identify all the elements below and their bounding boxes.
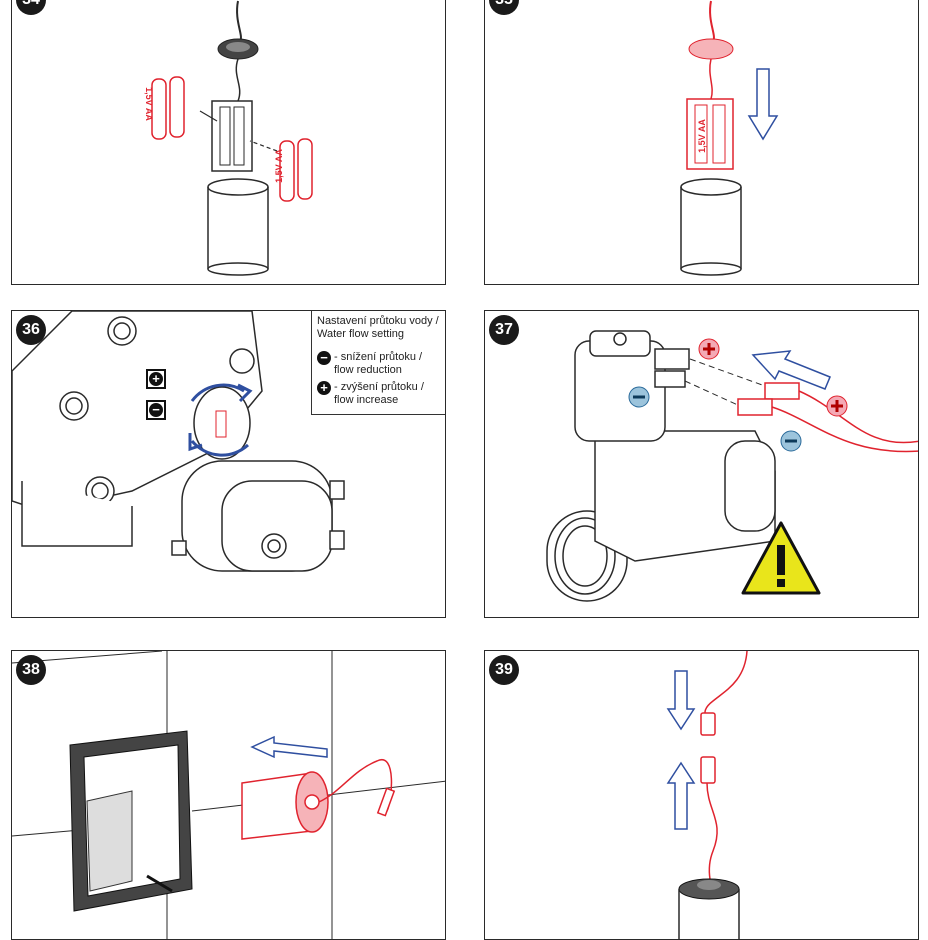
step-36-panel: 36 + − Nastavení průtoku vody / Water fl…	[11, 310, 446, 618]
battery-pair-right	[279, 138, 313, 202]
down-arrow	[666, 670, 696, 731]
minus-icon: −	[317, 351, 331, 365]
step-number-badge: 35	[489, 0, 519, 15]
battery-label: 1,5V AA	[696, 119, 707, 153]
minus-button-indicator: −	[146, 400, 166, 420]
battery-holder-into-sensor-illustration	[680, 0, 779, 276]
rotation-arrow-up	[190, 383, 245, 402]
legend-plus-text: - zvýšení průtoku / flow increase	[334, 381, 424, 406]
battery-pair-left	[151, 76, 185, 140]
step-number-badge: 37	[489, 315, 519, 345]
sensor-insert-illustration	[12, 651, 445, 939]
legend-title: Nastavení průtoku vody / Water flow sett…	[317, 315, 439, 340]
step-35-panel: 35 1,5V AA	[484, 0, 919, 285]
flow-setting-legend: Nastavení průtoku vody / Water flow sett…	[311, 311, 445, 415]
legend-minus-text: - snížení průtoku / flow reduction	[334, 351, 423, 376]
step-number-badge: 39	[489, 655, 519, 685]
flow-setting-illustration	[12, 311, 345, 572]
step-39-panel: 39	[484, 650, 919, 940]
step-number-badge: 38	[16, 655, 46, 685]
polarity-markers	[628, 338, 848, 452]
down-arrow	[747, 68, 779, 141]
step-34-panel: 34 1,5V AA 1,5V AA	[11, 0, 446, 285]
plus-icon: +	[317, 381, 331, 395]
plus-button-indicator: +	[146, 369, 166, 389]
battery-label-right: 1,5V AA	[273, 149, 284, 183]
up-arrow	[666, 761, 696, 830]
battery-label-left: 1,5V AA	[143, 87, 154, 121]
step-38-panel: 38	[11, 650, 446, 940]
step-37-panel: 37	[484, 310, 919, 618]
cable-connect-illustration	[666, 651, 748, 939]
plus-icon: +	[149, 372, 163, 386]
insert-arrow	[250, 735, 328, 759]
connect-arrow	[751, 350, 831, 390]
minus-icon: −	[149, 403, 163, 417]
step-number-badge: 36	[16, 315, 46, 345]
sensor-cylinder	[241, 758, 396, 840]
solenoid-connection-illustration	[546, 330, 918, 602]
battery-insert-illustration	[151, 0, 313, 276]
step-number-badge: 34	[16, 0, 46, 15]
